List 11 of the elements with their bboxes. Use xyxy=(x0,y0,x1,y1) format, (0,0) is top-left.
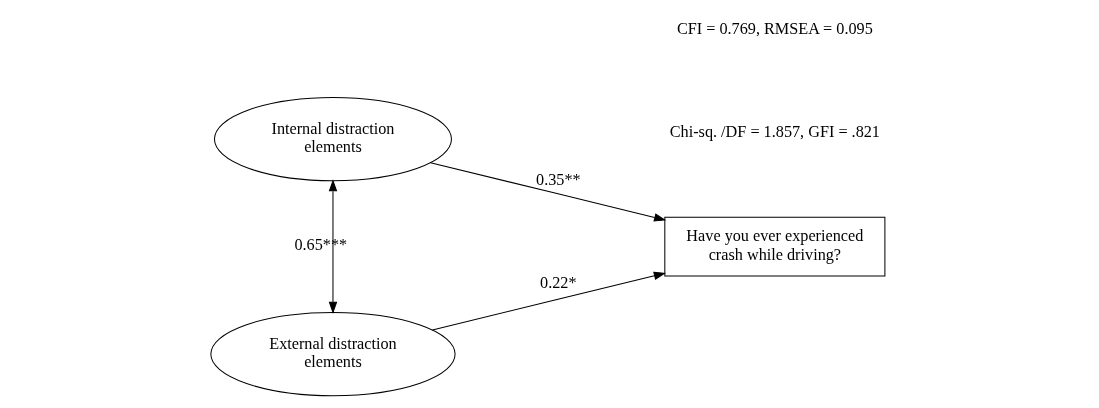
label: CFI = 0.769, RMSEA = 0.095 xyxy=(676,20,873,39)
edge-label: 0.35** xyxy=(536,170,581,189)
node-ellipse: Internal distraction elements xyxy=(213,97,452,182)
node-box: Have you ever experienced crash while driving? xyxy=(664,216,886,277)
arrow xyxy=(431,271,666,331)
arrow xyxy=(328,179,338,314)
edge-label: 0.22* xyxy=(540,273,577,292)
label: Chi-sq. /DF = 1.857, GFI = .821 xyxy=(669,122,880,141)
node-ellipse: External distraction elements xyxy=(210,312,456,397)
arrow xyxy=(430,162,667,222)
edge-label: 0.65*** xyxy=(294,236,348,255)
